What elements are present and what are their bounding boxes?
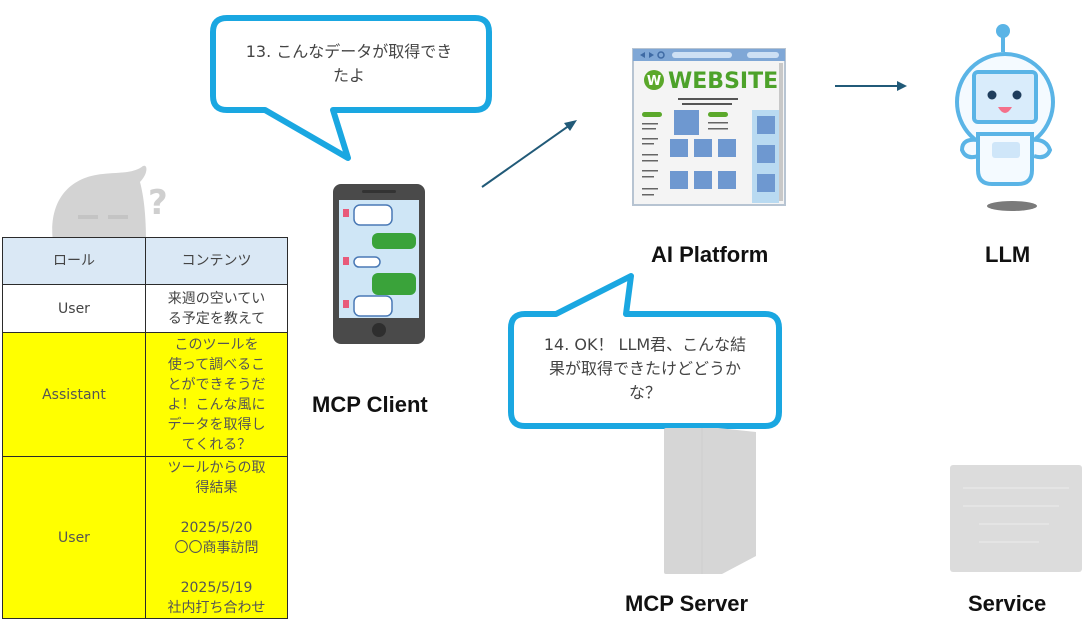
role-cell: Assistant xyxy=(2,332,146,457)
role-cell: User xyxy=(2,284,146,333)
arrow-platform-to-llm xyxy=(835,81,907,91)
column-header-role: ロール xyxy=(2,237,146,285)
server-icon[interactable] xyxy=(662,428,758,576)
content-cell: このツールを 使って調べるこ とができそうだ よ！こんな風に データを取得し て… xyxy=(145,332,288,457)
smartphone-icon[interactable] xyxy=(332,183,426,345)
bubble-14-text: 14. OK！ LLM君、こんな結 果が取得できたけどどうか な？ xyxy=(543,335,747,402)
robot-icon[interactable] xyxy=(950,22,1068,214)
label-llm: LLM xyxy=(985,242,1031,267)
label-ai-platform: AI Platform xyxy=(651,242,769,267)
svg-text:?: ? xyxy=(148,183,168,223)
speech-bubble-14 xyxy=(508,273,782,429)
content-cell: ツールからの取 得結果 2025/5/20 〇〇商事訪問 2025/5/19 社… xyxy=(145,456,288,619)
label-mcp-client: MCP Client xyxy=(312,392,428,417)
role-cell: User xyxy=(2,456,146,619)
confused-person-icon: ? xyxy=(52,165,168,242)
label-service: Service xyxy=(968,591,1047,616)
table-row: Assistant このツールを 使って調べるこ とができそうだ よ！こんな風に… xyxy=(2,332,288,457)
speech-bubble-13 xyxy=(210,15,492,161)
column-header-content: コンテンツ xyxy=(145,237,288,285)
website-title: WEBSITE xyxy=(668,69,778,94)
bubble-13-text: 13. こんなデータが取得でき たよ xyxy=(245,42,453,85)
conversation-table: ロール コンテンツ User 来週の空いてい る予定を教えて Assistant… xyxy=(2,237,288,619)
arrow-client-to-platform xyxy=(481,120,577,188)
website-icon[interactable]: W WEBSITE xyxy=(632,48,786,206)
service-icon[interactable] xyxy=(949,464,1083,574)
table-row: User 来週の空いてい る予定を教えて xyxy=(2,284,288,333)
content-cell: 来週の空いてい る予定を教えて xyxy=(145,284,288,333)
website-logo-letter: W xyxy=(647,74,661,89)
table-row: User ツールからの取 得結果 2025/5/20 〇〇商事訪問 2025/5… xyxy=(2,456,288,619)
label-mcp-server: MCP Server xyxy=(625,591,749,616)
